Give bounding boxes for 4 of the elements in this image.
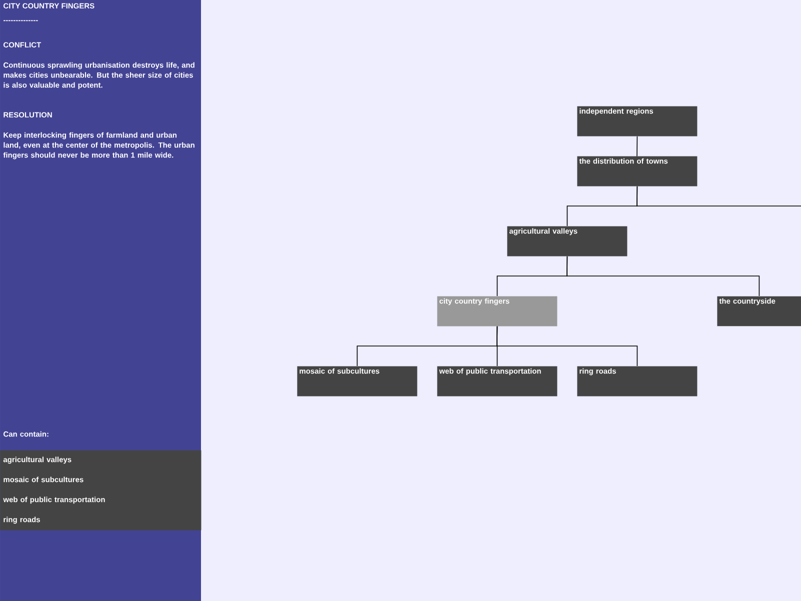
- connector-line: [566, 256, 760, 296]
- connector-line: [496, 326, 638, 366]
- connector-line: [636, 136, 638, 156]
- connector-line: [636, 186, 801, 206]
